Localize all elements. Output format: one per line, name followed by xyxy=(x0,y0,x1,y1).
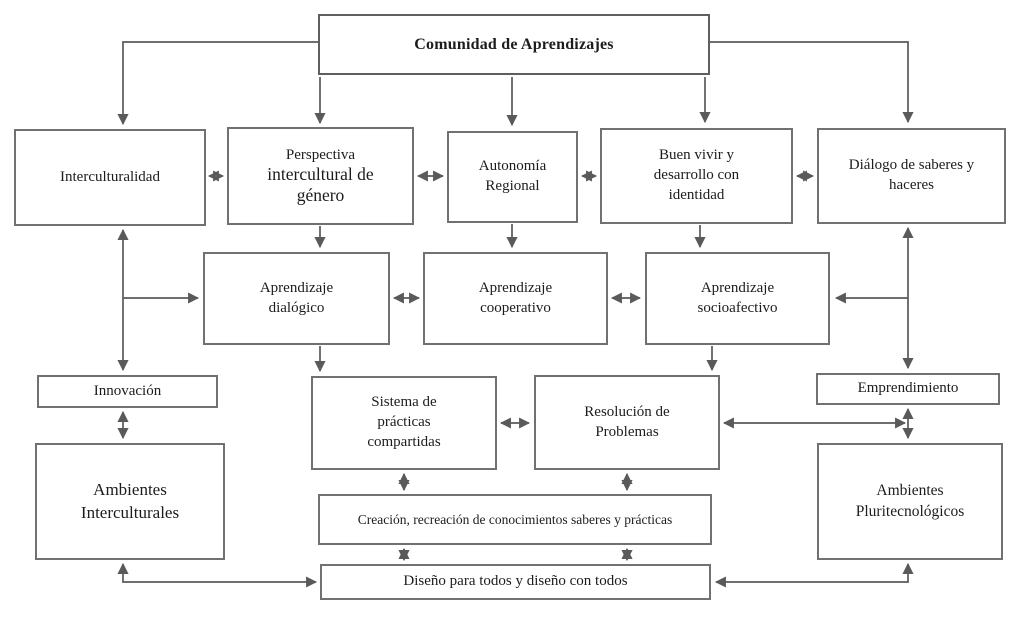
node-label: Creación, recreación de conocimientos sa… xyxy=(357,511,673,527)
node-label: Aprendizaje cooperativo xyxy=(478,279,553,316)
node-label: Interculturalidad xyxy=(60,168,160,185)
node-label: Aprendizaje socioafectivo xyxy=(697,279,778,316)
node-label-line2: intercultural de xyxy=(267,163,374,184)
node-label: Ambientes Interculturales xyxy=(80,480,180,522)
node-label: Autonomía Regional xyxy=(478,158,547,194)
node-buen-vivir-y-desarrollo-con-identidad: Buen vivir y desarrollo con identidad xyxy=(600,128,793,224)
node-emprendimiento: Emprendimiento xyxy=(816,373,1000,405)
node-interculturalidad: Interculturalidad xyxy=(14,129,206,226)
node-perspectiva-intercultural-de-genero: Perspectiva intercultural de género xyxy=(227,127,414,225)
node-label-line1: Perspectiva xyxy=(285,146,356,163)
node-label: Diseño para todos y diseño con todos xyxy=(403,573,628,590)
node-aprendizaje-cooperativo: Aprendizaje cooperativo xyxy=(423,252,608,345)
node-label: Aprendizaje dialógico xyxy=(259,279,334,316)
node-label: Emprendimiento xyxy=(857,380,959,397)
node-autonomia-regional: Autonomía Regional xyxy=(447,131,578,223)
node-aprendizaje-dialogico: Aprendizaje dialógico xyxy=(203,252,390,345)
node-resolucion-de-problemas: Resolución de Problemas xyxy=(534,375,720,470)
node-label: Innovación xyxy=(93,382,162,399)
node-ambientes-interculturales: Ambientes Interculturales xyxy=(35,443,225,560)
node-label: Diálogo de saberes y haceres xyxy=(848,157,975,193)
node-aprendizaje-socioafectivo: Aprendizaje socioafectivo xyxy=(645,252,830,345)
node-label: Resolución de Problemas xyxy=(584,403,670,440)
node-label-line3: género xyxy=(296,185,345,206)
node-sistema-de-practicas-compartidas: Sistema de prácticas compartidas xyxy=(311,376,497,470)
node-innovacion: Innovación xyxy=(37,375,218,408)
node-dialogo-de-saberes-y-haceres: Diálogo de saberes y haceres xyxy=(817,128,1006,224)
node-label: Ambientes Pluritecnológicos xyxy=(855,482,965,520)
node-diseno-para-todos: Diseño para todos y diseño con todos xyxy=(320,564,711,600)
node-comunidad-de-aprendizajes: Comunidad de Aprendizajes xyxy=(318,14,710,75)
node-label: Buen vivir y desarrollo con identidad xyxy=(653,147,740,203)
node-label: Comunidad de Aprendizajes xyxy=(414,35,614,53)
node-ambientes-pluritecnologicos: Ambientes Pluritecnológicos xyxy=(817,443,1003,560)
node-label: Sistema de prácticas compartidas xyxy=(367,394,441,450)
node-creacion-recreacion-de-conocimientos: Creación, recreación de conocimientos sa… xyxy=(318,494,712,545)
